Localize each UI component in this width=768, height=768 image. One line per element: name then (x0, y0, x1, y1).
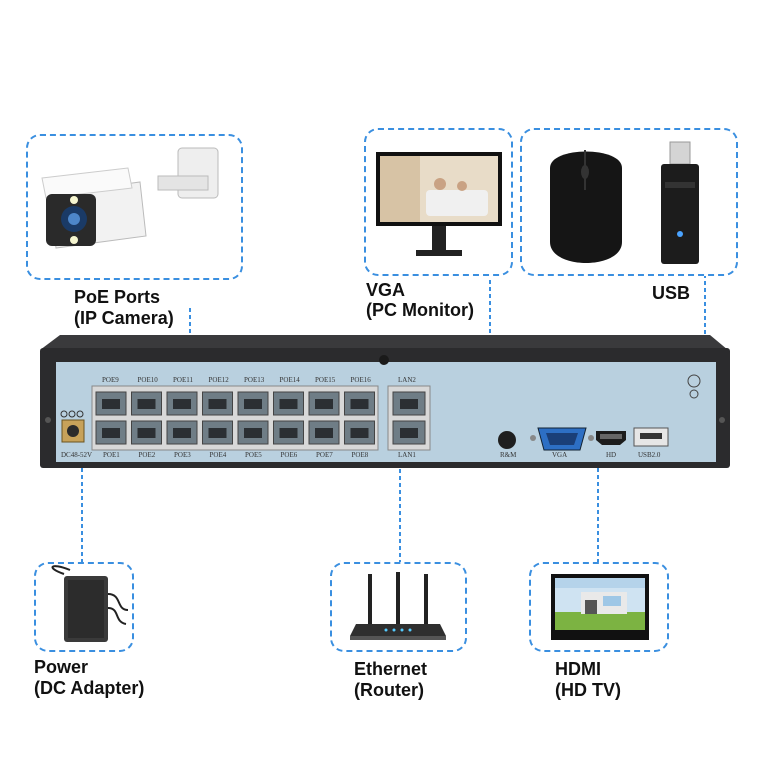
poe-port-socket (173, 399, 191, 409)
poe-bottom-port-label: POE8 (351, 451, 369, 459)
dc-adapter-icon (51, 565, 129, 642)
usb-port-label: USB2.0 (638, 451, 661, 459)
ip-camera-icon (41, 147, 219, 249)
poe-bottom-port-label: POE2 (138, 451, 156, 459)
ethernet-title: Ethernet (354, 659, 428, 679)
poe-top-port-label: POE11 (173, 376, 193, 384)
usb-title: USB (652, 283, 691, 303)
hdmi-subtitle: (HD TV) (555, 680, 621, 700)
dc-input-label: DC48-52V (61, 451, 93, 459)
poe-top-port-label: POE10 (137, 376, 158, 384)
poe-bottom-port-label: POE4 (209, 451, 227, 459)
reset-label: R&M (500, 451, 517, 459)
poe-bottom-port-label: POE7 (316, 451, 333, 459)
vga-port-label: VGA (552, 451, 568, 459)
poe-title: PoE Ports (74, 287, 161, 307)
poe-port-socket (279, 399, 298, 409)
usb-box (520, 128, 738, 276)
hd-port-label: HD (606, 451, 617, 459)
poe-camera-box (26, 134, 243, 280)
poe-port-socket (315, 428, 333, 438)
poe-port-socket (244, 428, 262, 438)
poe-top-port-label: POE15 (315, 376, 336, 384)
power-box (34, 562, 134, 652)
poe-top-port-label: POE13 (244, 376, 265, 384)
vga-subtitle: (PC Monitor) (366, 300, 474, 320)
poe-port-socket (315, 399, 333, 409)
poe-top-port-label: POE12 (208, 376, 229, 384)
power-subtitle: (DC Adapter) (34, 678, 145, 698)
router-icon (350, 572, 446, 640)
poe-port-socket (137, 428, 156, 438)
poe-bottom-port-label: POE5 (245, 451, 262, 459)
poe-top-port-label: POE16 (350, 376, 371, 384)
poe-port-group (95, 391, 375, 445)
poe-bottom-port-label: POE6 (280, 451, 298, 459)
poe-port-socket (102, 399, 120, 409)
poe-bottom-port-label: POE1 (103, 451, 120, 459)
vga-monitor-box (364, 128, 513, 276)
poe-port-socket (173, 428, 191, 438)
usb-mouse-dongle-icon (550, 141, 699, 264)
poe-bottom-port-label: POE3 (174, 451, 191, 459)
ethernet-subtitle: (Router) (354, 680, 424, 700)
lan2-label: LAN2 (398, 376, 416, 384)
poe-port-socket (208, 428, 227, 438)
poe-port-socket (208, 399, 227, 409)
hdmi-box (529, 562, 669, 652)
power-title: Power (34, 657, 89, 677)
lan1-label: LAN1 (398, 451, 416, 459)
poe-subtitle: (IP Camera) (74, 308, 174, 328)
hdmi-title: HDMI (555, 659, 601, 679)
poe-port-socket (102, 428, 120, 438)
poe-top-port-label: POE14 (279, 376, 300, 384)
hd-tv-icon (551, 574, 649, 640)
poe-port-socket (279, 428, 298, 438)
vga-title: VGA (366, 280, 406, 300)
pc-monitor-icon (376, 152, 502, 256)
poe-top-port-label: POE9 (102, 376, 119, 384)
poe-port-socket (350, 399, 369, 409)
poe-port-socket (244, 399, 262, 409)
ethernet-box (330, 562, 467, 652)
poe-port-socket (350, 428, 369, 438)
poe-port-socket (137, 399, 156, 409)
